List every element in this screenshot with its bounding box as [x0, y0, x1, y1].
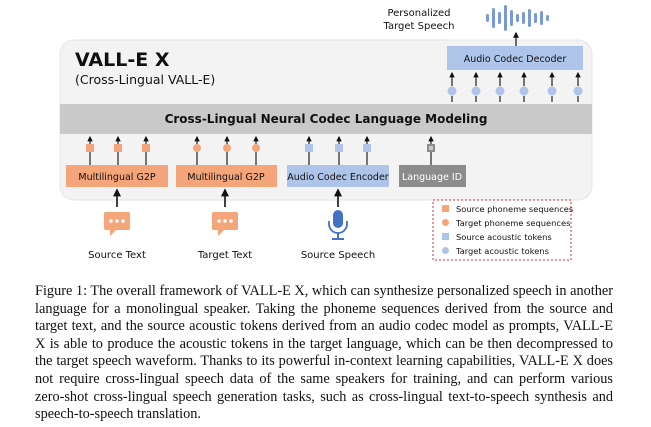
legend-item: Target acoustic tokens: [455, 246, 549, 256]
model-subtitle: (Cross-Lingual VALL-E): [75, 72, 215, 87]
figure-caption: Figure 1: The overall framework of VALL-…: [35, 283, 613, 423]
module-box-audio-encoder: [287, 165, 389, 187]
module-label-audio-encoder: Audio Codec Encoder: [287, 172, 389, 183]
module-box-language-id: [399, 165, 466, 187]
output-label-line2: Target Speech: [383, 21, 455, 32]
source-acoustic-tokens: [305, 135, 371, 165]
module-box-g2p-source: [66, 165, 168, 187]
legend-item: Source acoustic tokens: [456, 232, 552, 242]
module-label-g2p-target: Multilingual G2P: [187, 172, 264, 183]
input-label-source-text: Source Text: [88, 250, 146, 261]
language-id-token: [427, 135, 435, 165]
legend-item: Source phoneme sequences: [456, 204, 573, 214]
language-model-label: Cross-Lingual Neural Codec Language Mode…: [165, 112, 488, 126]
model-title: VALL-E X: [75, 49, 170, 71]
legend: Source phoneme sequences Target phoneme …: [432, 199, 573, 261]
audio-codec-decoder-label: Audio Codec Decoder: [464, 54, 567, 65]
source-phoneme-tokens: [86, 135, 150, 165]
target-acoustic-tokens: [447, 71, 583, 102]
framework-diagram: VALL-E X (Cross-Lingual VALL-E) Personal…: [59, 5, 593, 261]
target-phoneme-tokens: [193, 135, 260, 165]
module-label-language-id: Language ID: [402, 172, 462, 183]
speech-bubble-icon: [104, 212, 130, 236]
input-label-target-text: Target Text: [197, 250, 252, 261]
output-label-line1: Personalized: [387, 8, 450, 19]
input-label-source-speech: Source Speech: [301, 250, 375, 261]
audio-codec-decoder-box: [447, 46, 583, 70]
speech-bubble-icon: [212, 212, 238, 236]
language-model-bar: [60, 104, 592, 134]
module-box-g2p-target: [176, 165, 277, 187]
legend-item: Target phoneme sequences: [455, 218, 570, 228]
microphone-icon: [328, 210, 348, 240]
module-label-g2p-source: Multilingual G2P: [78, 172, 155, 183]
waveform-icon: [486, 5, 549, 31]
